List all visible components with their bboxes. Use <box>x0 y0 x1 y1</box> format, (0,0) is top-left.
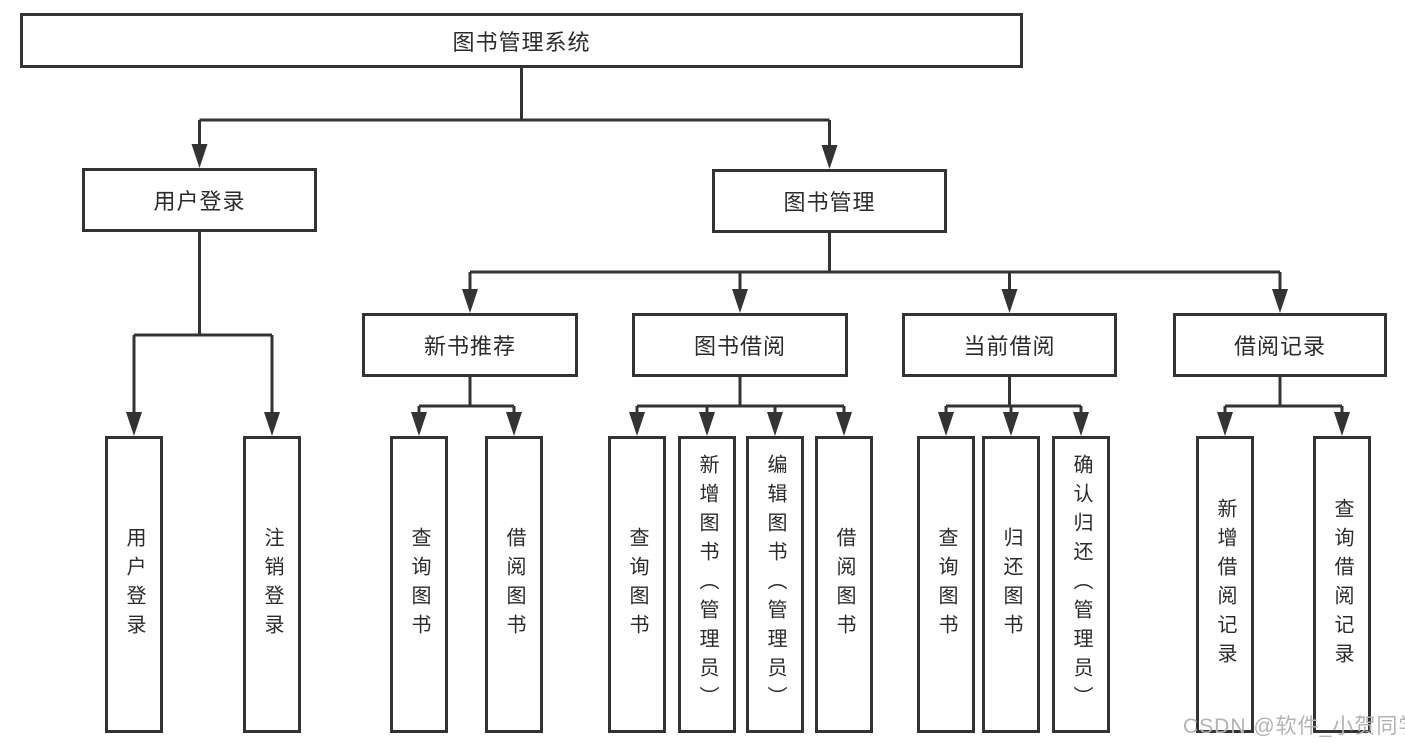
node-br-add: 新增借阅记录 <box>1196 436 1254 733</box>
node-current-borrow-label: 当前借阅 <box>963 334 1056 359</box>
node-borrow-records-label: 借阅记录 <box>1233 334 1326 359</box>
node-new-book-rec-label: 新书推荐 <box>423 334 516 359</box>
node-br-add-label: 新增借阅记录 <box>1214 497 1236 672</box>
arrowhead <box>1001 289 1018 313</box>
node-bb-query: 查询图书 <box>608 436 666 733</box>
node-bb-query-label: 查询图书 <box>626 526 648 643</box>
node-borrow-records: 借阅记录 <box>1173 313 1387 377</box>
node-root-label: 图书管理系统 <box>452 29 591 55</box>
arrowhead <box>506 412 522 436</box>
node-bb-add-label: 新增图书（管理员） <box>696 454 718 715</box>
node-cb-query: 查询图书 <box>917 436 975 733</box>
node-bb-borrow-label: 借阅图书 <box>833 526 855 643</box>
node-root: 图书管理系统 <box>20 13 1023 68</box>
node-br-query-label: 查询借阅记录 <box>1331 497 1353 672</box>
arrowhead <box>191 144 208 168</box>
arrowhead <box>1217 412 1233 436</box>
node-book-borrow-label: 图书借阅 <box>693 334 786 359</box>
node-bb-borrow: 借阅图书 <box>815 436 873 733</box>
arrowhead <box>821 145 838 169</box>
node-nb-borrow-label: 借阅图书 <box>503 526 525 643</box>
arrowhead <box>836 412 852 436</box>
node-cb-query-label: 查询图书 <box>935 526 957 643</box>
arrowhead <box>1073 412 1089 436</box>
node-bb-edit-label: 编辑图书（管理员） <box>764 454 786 715</box>
arrowhead <box>462 289 478 313</box>
arrowhead <box>699 412 715 436</box>
node-nb-borrow: 借阅图书 <box>485 436 543 733</box>
arrowhead <box>1334 412 1350 436</box>
node-new-book-rec: 新书推荐 <box>362 313 578 377</box>
node-user-login: 用户登录 <box>82 168 317 232</box>
node-bb-add: 新增图书（管理员） <box>678 436 736 733</box>
arrowhead <box>264 412 280 436</box>
node-leaf-logout-label: 注销登录 <box>261 526 283 643</box>
node-leaf-user-login-label: 用户登录 <box>123 526 145 643</box>
arrowhead <box>1272 289 1288 313</box>
node-cb-return-label: 归还图书 <box>1000 526 1022 643</box>
node-book-borrow: 图书借阅 <box>632 313 848 377</box>
node-nb-query-label: 查询图书 <box>408 526 430 643</box>
arrowhead <box>411 412 427 436</box>
node-cb-confirm-label: 确认归还（管理员） <box>1070 454 1092 715</box>
node-leaf-logout: 注销登录 <box>243 436 301 733</box>
arrowhead <box>126 412 142 436</box>
watermark: CSDN @软件_小贺同学 <box>1183 715 1405 738</box>
node-cb-confirm: 确认归还（管理员） <box>1052 436 1110 733</box>
node-user-login-label: 用户登录 <box>153 189 246 214</box>
node-book-mgmt-label: 图书管理 <box>783 190 876 215</box>
node-leaf-user-login: 用户登录 <box>105 436 163 733</box>
node-cb-return: 归还图书 <box>982 436 1040 733</box>
arrowhead <box>732 289 748 313</box>
arrowhead <box>1003 412 1019 436</box>
arrowhead <box>629 412 645 436</box>
node-br-query: 查询借阅记录 <box>1313 436 1371 733</box>
arrowhead <box>938 412 954 436</box>
node-nb-query: 查询图书 <box>390 436 448 733</box>
arrowhead <box>767 412 783 436</box>
node-bb-edit: 编辑图书（管理员） <box>746 436 804 733</box>
node-current-borrow: 当前借阅 <box>902 313 1117 377</box>
node-book-mgmt: 图书管理 <box>712 169 947 233</box>
